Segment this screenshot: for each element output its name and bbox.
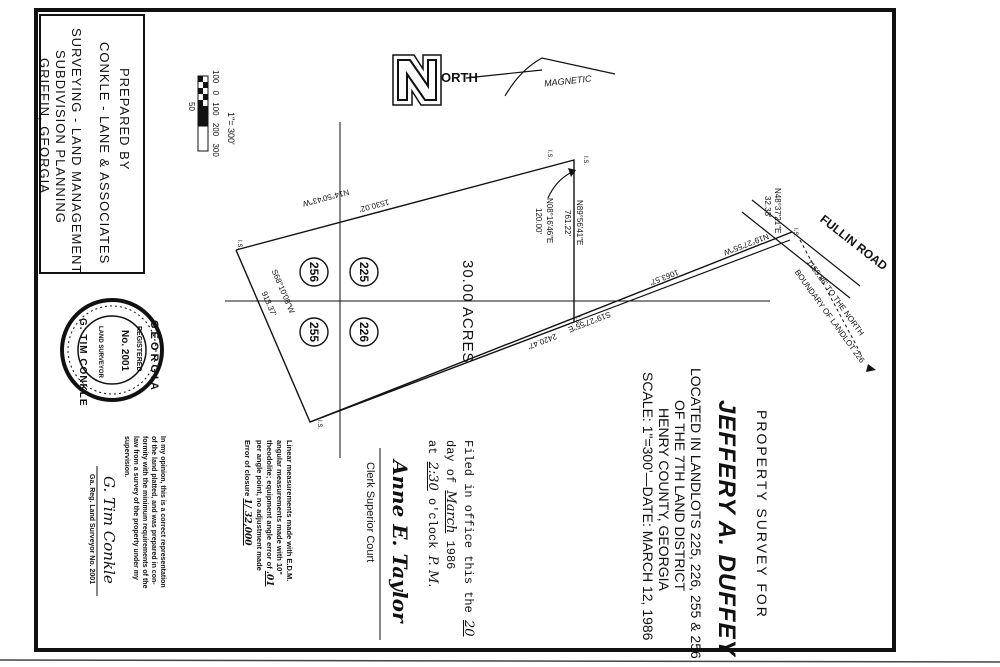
boundary-east-line xyxy=(573,239,791,323)
filing-text: day of xyxy=(443,440,457,484)
surveyor-signature: G. Tim Conkle xyxy=(100,476,118,584)
linear-error: .01 xyxy=(264,570,274,587)
road-bearing: N48°37'21"E xyxy=(773,188,782,234)
acreage-label: 30.00 ACRES xyxy=(459,260,476,364)
page-edge-line xyxy=(0,659,1000,663)
title-line4: OF THE 7TH LAND DISTRICT xyxy=(672,400,688,592)
scale-tick: 100 xyxy=(211,70,220,84)
outer-border xyxy=(34,8,896,652)
distance-d2: 761.22' xyxy=(563,210,572,236)
bearing-b3: N08°16'46"E xyxy=(545,198,554,244)
seal-registered: REGISTERED xyxy=(135,326,142,372)
title-line6: SCALE: 1"=300'—DATE: MARCH 12, 1986 xyxy=(640,372,656,641)
landlot-255: 255 xyxy=(307,322,321,343)
cert-l5: supervision. xyxy=(123,436,130,478)
clerk-signature: Anne E. Taylor xyxy=(388,460,412,623)
clerk-title: Clerk Superior Court xyxy=(364,462,376,563)
closure-ratio: 1/ 32,000 xyxy=(242,498,252,546)
cert-l2: of the land platted, and was prepared in… xyxy=(150,436,157,585)
prepared-by-line3: SURVEYING - LAND MANAGEMENT xyxy=(69,28,84,275)
callout-arrowhead xyxy=(568,168,576,177)
scale-ticks: 100 0 100 200 300 xyxy=(211,70,220,157)
callout-arrow xyxy=(547,171,573,199)
iron-marker: I.S. xyxy=(546,150,552,160)
landlot-circle-256 xyxy=(299,257,329,287)
landlot-circle-226 xyxy=(349,317,379,347)
filing-time: 2:30 xyxy=(425,461,440,491)
iron-marker: I.S. xyxy=(236,240,242,250)
seal-name: G. TIM CONKLE xyxy=(77,318,88,407)
linear-l2: angular measurements made with 10" xyxy=(275,440,284,575)
prepared-by-line5: GRIFFIN, GEORGIA xyxy=(37,58,52,194)
filing-text: Filed in office this the xyxy=(461,440,475,613)
landlot-225: 225 xyxy=(357,262,371,283)
filing-text: at xyxy=(425,440,439,455)
north-arrow-icon xyxy=(392,54,616,106)
scale-ratio: 1"= 300' xyxy=(226,112,236,145)
prepared-by-box xyxy=(39,14,145,274)
cert-l4: law from a survey of the property under … xyxy=(132,436,139,580)
road-lines xyxy=(741,199,876,372)
filing-line3: at 2:30 o'clock P. M. xyxy=(425,440,440,587)
linear-l1: Linear measurements made with E.D.M. xyxy=(285,440,294,582)
seal-state: GEORGIA xyxy=(148,320,160,393)
scale-tick: 0 xyxy=(211,90,220,96)
filing-text: o'clock xyxy=(425,498,439,549)
linear-text: Error of closure xyxy=(243,440,252,497)
linear-l5: Error of closure 1/ 32,000 xyxy=(242,440,252,546)
surveyor-seal xyxy=(60,298,164,402)
prepared-by-firm: CONKLE - LANE & ASSOCIATES xyxy=(97,42,112,265)
scale-tick: 200 xyxy=(211,122,220,137)
north-label: ORTH xyxy=(441,70,478,85)
distance-d3: 120.00' xyxy=(534,208,543,234)
prepared-by-line4: SUBDIVISION PLANNING xyxy=(53,50,68,224)
seal-land-surveyor: LAND SURVEYOR xyxy=(97,326,103,378)
cert-l1: In my opinion, this is a correct represe… xyxy=(159,436,166,588)
scale-tick: 100 xyxy=(211,102,220,116)
title-line5: HENRY COUNTY, GEORGIA xyxy=(656,408,672,591)
landlot-256: 256 xyxy=(307,262,321,283)
filing-line1: Filed in office this the 20 xyxy=(461,440,476,637)
landlot-circle-225 xyxy=(349,257,379,287)
seal-number: No. 2001 xyxy=(119,330,130,372)
boundary-south-line xyxy=(309,231,793,423)
filing-pm: P. M. xyxy=(425,555,440,588)
title-line1: PROPERTY SURVEY FOR xyxy=(754,410,770,619)
cert-l3: formity with the minimum requirements of… xyxy=(141,436,148,589)
client-name: JEFFERY A. DUFFEY xyxy=(713,400,740,657)
landlot-circle-255 xyxy=(299,317,329,347)
filing-line2: day of March 1986 xyxy=(443,440,458,569)
iron-marker: I.S. xyxy=(582,156,588,166)
bearing-b2: N89°56'41"E xyxy=(575,200,584,246)
filing-year: 1986 xyxy=(443,540,457,570)
linear-text: theodolite; equipment angle error of xyxy=(265,440,274,569)
prepared-by-line1: PREPARED BY xyxy=(117,68,132,171)
filing-day: 20 xyxy=(461,620,476,637)
scale-sub: 50 xyxy=(187,102,196,111)
linear-l3: theodolite; equipment angle error of .01 xyxy=(264,440,274,587)
title-line3: LOCATED IN LANDLOTS 225, 226, 255 & 256 xyxy=(688,368,704,659)
iron-marker: I.S. xyxy=(316,420,322,430)
iron-marker: I.S. xyxy=(792,228,798,238)
scale-bar xyxy=(197,75,209,152)
scale-tick: 300 xyxy=(211,143,220,157)
linear-l4: per angle point, no adjustment made xyxy=(255,440,264,571)
surveyor-reg: Ga. Reg. Land Surveyor No. 2001 xyxy=(88,474,95,585)
landlot-226: 226 xyxy=(357,322,371,343)
iron-marker: I.S. xyxy=(574,316,580,326)
road-distance: 32.33' xyxy=(763,196,772,218)
filing-month: March xyxy=(443,490,458,534)
